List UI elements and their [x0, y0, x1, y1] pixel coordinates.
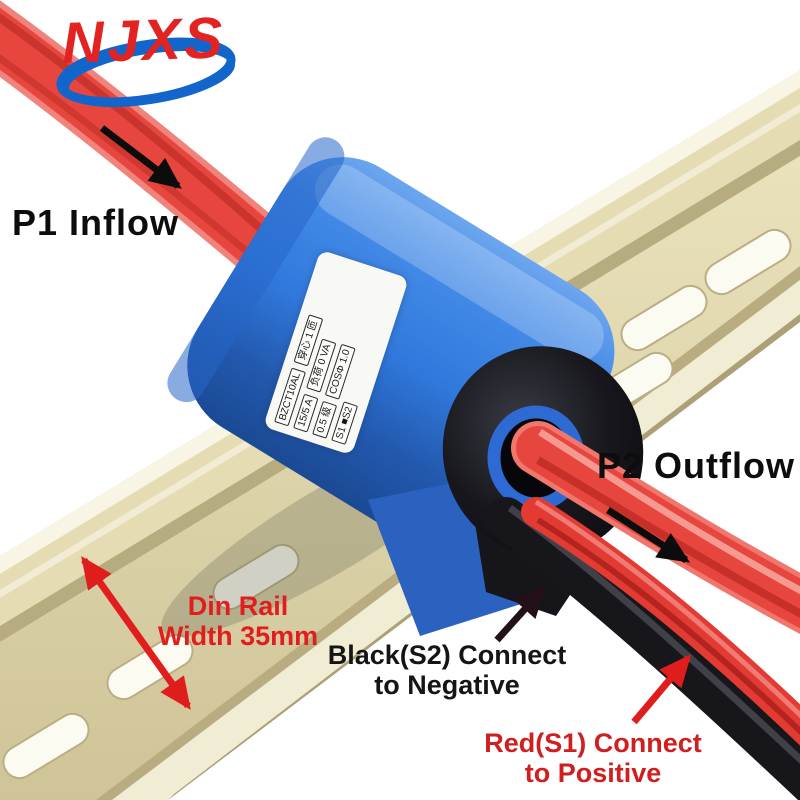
red-s1-line2: to Positive: [524, 757, 662, 788]
brand-name: NJXS: [60, 5, 227, 76]
s1-red-arrow-icon: [631, 654, 692, 725]
secondary-wire-s1-red: [521, 497, 800, 746]
red-s1-annotation: Red(S1) Connect to Positive: [484, 728, 702, 788]
annotation-arrows: [81, 125, 692, 725]
logo-swoosh-icon: [56, 37, 236, 107]
s2-black-arrow-icon: [494, 585, 547, 643]
din-rail-width-arrow-icon: [81, 556, 191, 710]
p1-flow-arrow-icon: [99, 125, 182, 189]
din-rail-line1: Din Rail: [187, 591, 289, 621]
primary-wire-p1: [0, 0, 303, 287]
din-rail-line2: Width 35mm: [157, 620, 319, 651]
black-s2-line2: to Negative: [374, 669, 520, 700]
red-s1-line1: Red(S1) Connect: [484, 728, 702, 758]
p2-flow-arrow-icon: [606, 507, 691, 563]
p1-inflow-text: P1 Inflow: [12, 202, 180, 243]
brand-logo: NJXS: [61, 5, 227, 76]
p2-outflow-text: P2 Outflow: [597, 445, 795, 486]
p1-inflow-annotation: P1 Inflow: [12, 203, 179, 243]
din-rail-width-annotation: Din Rail Width 35mm: [157, 591, 319, 651]
black-s2-annotation: Black(S2) Connect to Negative: [327, 640, 567, 700]
black-s2-line1: Black(S2) Connect: [327, 640, 567, 670]
p2-outflow-annotation: P2 Outflow: [597, 446, 795, 486]
